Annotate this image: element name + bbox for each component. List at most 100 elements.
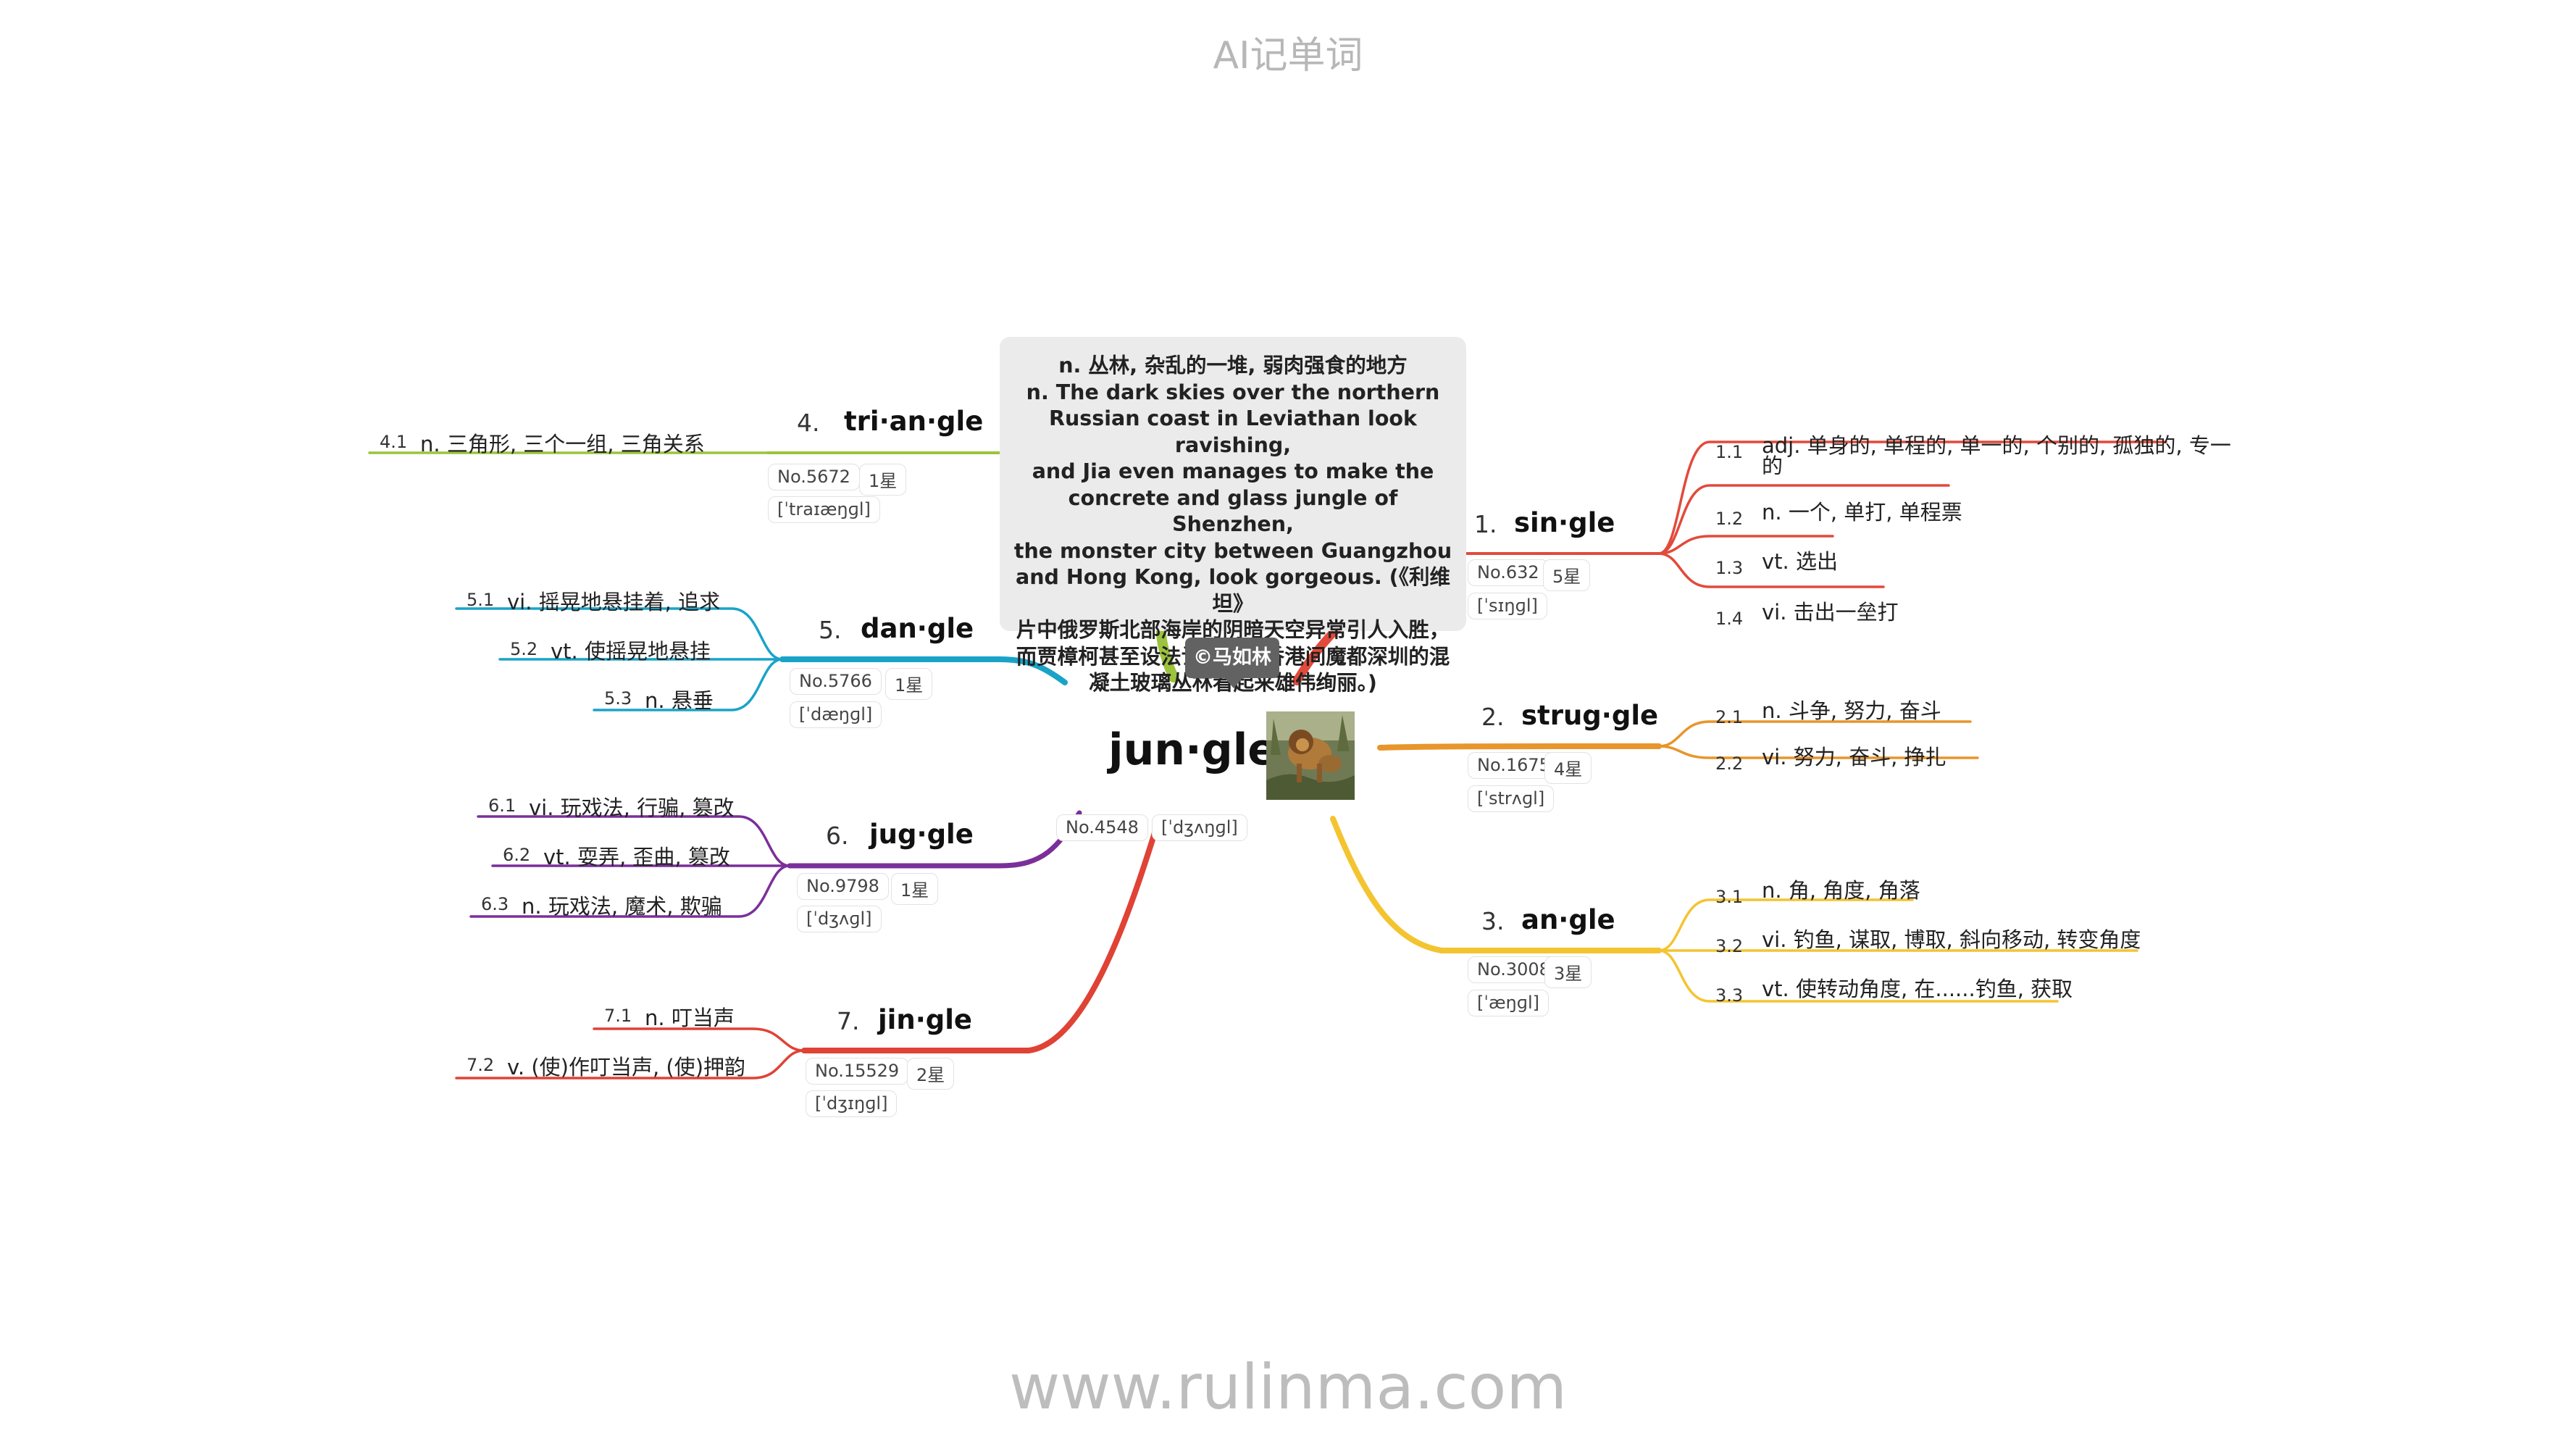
phonetic-tag: [ˈdʒɪŋɡl] xyxy=(806,1090,898,1117)
branch-word[interactable]: jin·gle xyxy=(878,1004,973,1035)
sense-connector xyxy=(455,607,784,661)
phonetic-tag: [ˈdæŋɡl] xyxy=(790,701,882,728)
sense-connector xyxy=(477,815,791,867)
sense-connector xyxy=(1657,949,2059,1003)
branch-word[interactable]: jug·gle xyxy=(869,819,974,850)
rank-tag: No.632 xyxy=(1468,559,1549,586)
root-rank-tag: No.4548 xyxy=(1056,814,1148,841)
stars-tag: 4星 xyxy=(1544,752,1592,784)
sense-connector xyxy=(1657,745,1979,759)
definition-callout: n. 丛林, 杂乱的一堆, 弱肉强食的地方 n. The dark skies o… xyxy=(1000,337,1466,695)
footer-url: www.rulinma.com xyxy=(1008,1351,1568,1424)
sense-text: n. 一个, 单打, 单程票 xyxy=(1762,500,1962,525)
phonetic-tag: [ˈsɪŋɡl] xyxy=(1468,593,1547,619)
sense-text: vt. 耍弄, 歪曲, 篡改 xyxy=(543,845,730,869)
stars-tag: 1星 xyxy=(885,668,933,700)
sense-text: 的 xyxy=(1762,454,1783,478)
sense-number: 2.2 xyxy=(1715,753,1744,774)
stars-tag: 5星 xyxy=(1543,559,1591,591)
root-word[interactable]: jun·gle xyxy=(1108,724,1277,775)
sense-text: vi. 努力, 奋斗, 挣扎 xyxy=(1762,745,1946,769)
rank-tag: No.5672 xyxy=(768,464,860,490)
stars-tag: 1星 xyxy=(859,464,907,496)
branch-connector xyxy=(1330,816,1662,953)
sense-connector xyxy=(593,1027,806,1052)
sense-connector xyxy=(1657,720,1972,748)
branch-index: 2. xyxy=(1481,703,1505,731)
phonetic-tag: [ˈtraɪæŋɡl] xyxy=(768,496,880,523)
sense-connector xyxy=(1657,898,1914,952)
sense-connector xyxy=(469,864,791,918)
sense-text: vt. 使摇晃地悬挂 xyxy=(551,639,711,664)
author-badge: ©马如林 xyxy=(1185,638,1279,688)
branch-connector xyxy=(1377,743,1662,751)
page-title: AI记单词 xyxy=(1213,34,1363,78)
stars-tag: 1星 xyxy=(891,873,939,905)
sense-text: n. 叮当声 xyxy=(645,1006,735,1030)
branch-index: 5. xyxy=(819,616,842,644)
branch-word[interactable]: an·gle xyxy=(1521,904,1615,935)
sense-text: vt. 选出 xyxy=(1762,549,1838,574)
definition-line: concrete and glass jungle of Shenzhen, xyxy=(1068,485,1398,537)
jungle-animals-image xyxy=(1266,711,1355,800)
sense-text: adj. 单身的, 单程的, 单一的, 个别的, 孤独的, 专一 xyxy=(1762,433,2231,458)
sense-text: vi. 玩戏法, 行骗, 篡改 xyxy=(529,796,735,820)
sense-text: vi. 击出一垒打 xyxy=(1762,600,1899,625)
branch-word[interactable]: strug·gle xyxy=(1521,700,1659,731)
branch-word[interactable]: sin·gle xyxy=(1514,507,1615,538)
rank-tag: No.3008 xyxy=(1468,956,1560,983)
definition-line: Russian coast in Leviathan look ravishin… xyxy=(1049,406,1417,457)
sense-number: 7.2 xyxy=(467,1055,495,1075)
stars-tag: 3星 xyxy=(1544,956,1592,988)
sense-number: 4.1 xyxy=(380,432,408,452)
sense-text: vi. 钓鱼, 谋取, 博取, 斜向移动, 转变角度 xyxy=(1762,927,2141,952)
sense-connector xyxy=(1657,484,1950,555)
definition-line: n. The dark skies over the northern xyxy=(1026,380,1440,404)
rank-tag: No.5766 xyxy=(790,668,882,695)
branch-word[interactable]: tri·an·gle xyxy=(844,406,984,437)
sense-number: 6.1 xyxy=(488,796,517,816)
rank-tag: No.15529 xyxy=(806,1058,909,1085)
sense-number: 5.1 xyxy=(467,590,495,610)
phonetic-tag: [ˈstrʌɡl] xyxy=(1468,785,1555,812)
sense-number: 6.3 xyxy=(481,894,509,914)
sense-number: 3.1 xyxy=(1715,887,1744,907)
branch-index: 6. xyxy=(826,822,849,850)
sense-number: 3.3 xyxy=(1715,985,1744,1006)
sense-text: vt. 使转动角度, 在......钓鱼, 获取 xyxy=(1762,977,2073,1001)
phonetic-tag: [ˈæŋɡl] xyxy=(1468,990,1550,1016)
phonetic-tag: [ˈdʒʌɡl] xyxy=(797,906,882,932)
sense-connector xyxy=(455,1049,806,1080)
branch-index: 4. xyxy=(797,409,820,437)
definition-line: n. 丛林, 杂乱的一堆, 弱肉强食的地方 xyxy=(1058,354,1408,377)
sense-number: 1.2 xyxy=(1715,509,1744,529)
branch-index: 1. xyxy=(1474,510,1497,538)
definition-line: and Jia even manages to make the xyxy=(1032,459,1434,483)
sense-connector xyxy=(593,658,784,711)
branch-word[interactable]: dan·gle xyxy=(861,613,974,644)
sense-connector xyxy=(1657,535,1834,555)
sense-text: n. 玩戏法, 魔术, 欺骗 xyxy=(522,894,722,919)
sense-connector xyxy=(1657,440,2167,555)
sense-text: n. 悬垂 xyxy=(645,688,714,713)
rank-tag: No.1675 xyxy=(1468,752,1560,779)
sense-text: n. 三角形, 三个一组, 三角关系 xyxy=(420,432,705,456)
definition-line: the monster city between Guangzhou xyxy=(1013,538,1452,563)
sense-number: 1.3 xyxy=(1715,558,1744,578)
definition-line: and Hong Kong, look gorgeous. (《利维坦》 xyxy=(1016,565,1450,616)
branch-connector xyxy=(779,656,1068,685)
sense-number: 7.1 xyxy=(604,1006,632,1026)
sense-number: 2.1 xyxy=(1715,707,1744,727)
sense-text: n. 角, 角度, 角落 xyxy=(1762,878,1920,903)
rank-tag: No.9798 xyxy=(797,873,889,900)
sense-number: 6.2 xyxy=(503,845,531,865)
root-phonetic-tag: [ˈdʒʌŋɡl] xyxy=(1152,814,1247,841)
branch-connector xyxy=(801,816,1162,1053)
sense-text: n. 斗争, 努力, 奋斗 xyxy=(1762,698,1941,723)
sense-number: 5.3 xyxy=(604,688,632,709)
sense-number: 3.2 xyxy=(1715,936,1744,956)
sense-number: 5.2 xyxy=(510,639,538,659)
